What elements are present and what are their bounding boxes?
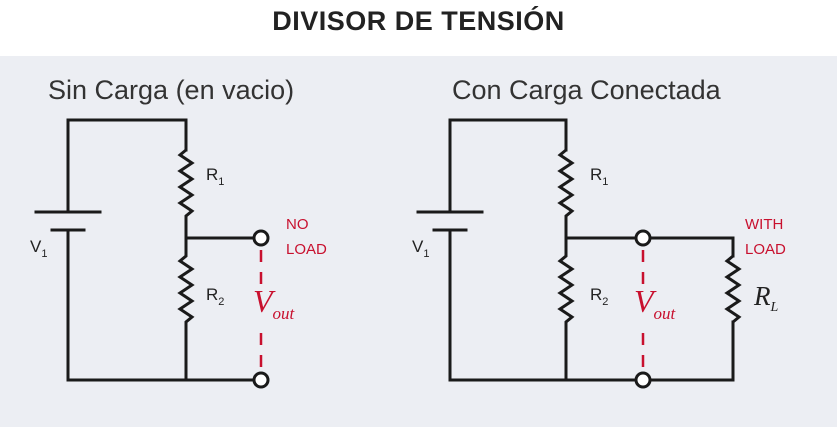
panel-background — [0, 56, 837, 427]
output-terminal-top — [634, 229, 652, 247]
bottom-wire — [66, 231, 263, 382]
r1-label: R1 — [206, 165, 224, 188]
circuit-no-load: Sin Carga (en vacio) V1 R1 R2 Vout — [30, 75, 327, 389]
vout-label: Vout — [634, 283, 677, 323]
rl-label: RL — [753, 281, 779, 315]
status-line-2: LOAD — [745, 241, 786, 258]
vout-label: Vout — [253, 283, 296, 323]
r1-label: R1 — [590, 165, 608, 188]
resistor-r2 — [177, 238, 195, 380]
circuit-with-load: Con Carga Conectada V1 R1 R2 RL — [412, 75, 786, 389]
r2-label: R2 — [206, 285, 224, 308]
top-wire — [448, 118, 568, 212]
status-line-1: WITH — [745, 216, 783, 233]
status-line-1: NO — [286, 216, 309, 233]
resistor-r1 — [177, 148, 195, 238]
output-terminal-top — [252, 229, 270, 247]
top-wire — [66, 118, 188, 212]
r2-label: R2 — [590, 285, 608, 308]
battery-label: V1 — [30, 237, 47, 260]
resistor-rl — [724, 254, 742, 324]
diagram-title: DIVISOR DE TENSIÓN — [272, 6, 565, 36]
title-band: DIVISOR DE TENSIÓN — [0, 0, 837, 56]
output-terminal-bottom — [252, 371, 270, 389]
resistor-r2 — [557, 238, 575, 380]
status-line-2: LOAD — [286, 241, 327, 258]
caption-no-load: Sin Carga (en vacio) — [48, 75, 294, 105]
output-terminal-bottom — [634, 371, 652, 389]
caption-with-load: Con Carga Conectada — [452, 75, 722, 105]
resistor-r1 — [557, 148, 575, 238]
battery-label: V1 — [412, 237, 429, 260]
bottom-wire — [448, 231, 735, 382]
